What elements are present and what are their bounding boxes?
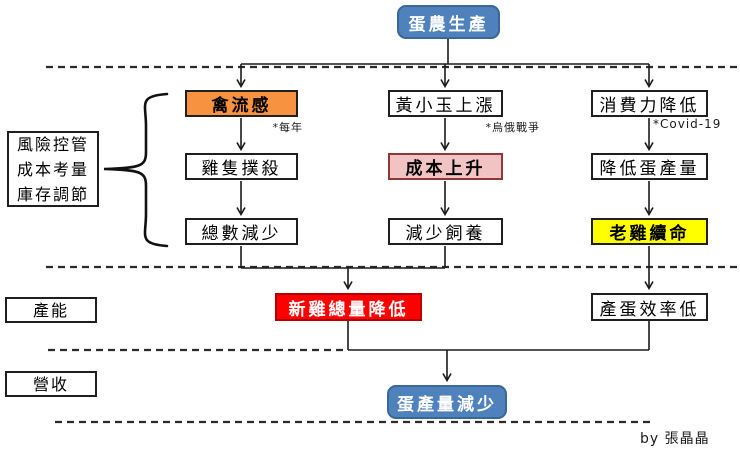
note-every-year: *每年: [272, 121, 303, 134]
node-egg-output-decrease: 蛋產量減少: [387, 385, 507, 419]
revenue-label-box: 營收: [5, 371, 97, 397]
brace-label-cost: 成本考量: [16, 159, 89, 179]
note-covid-19: *Covid-19: [653, 117, 722, 131]
node-feed-price-rise: 黃小玉上漲: [388, 90, 503, 117]
grouping-brace: [103, 92, 169, 248]
author-credit: by 張晶晶: [640, 431, 710, 447]
node-lower-egg-output: 降低蛋產量: [591, 153, 708, 180]
revenue-label: 營收: [32, 374, 69, 394]
node-low-laying-efficiency: 產蛋效率低: [591, 293, 708, 321]
node-old-hen-extension: 老雞續命: [591, 218, 708, 245]
node-chicken-culling: 雞隻撲殺: [185, 153, 298, 180]
node-avian-flu: 禽流感: [185, 90, 298, 117]
brace-label-inventory: 庫存調節: [16, 184, 89, 204]
capacity-label: 產能: [32, 300, 69, 320]
capacity-label-box: 產能: [5, 297, 97, 323]
node-total-decrease: 總數減少: [185, 218, 298, 245]
brace-label-box: 風險控管 成本考量 庫存調節: [7, 131, 99, 207]
brace-label-risk: 風險控管: [16, 134, 89, 154]
note-ukraine-war: *烏俄戰爭: [485, 121, 540, 134]
node-consumption-drop: 消費力降低: [591, 90, 708, 117]
node-reduce-raising: 減少飼養: [388, 218, 503, 245]
node-egg-farm-production: 蛋農生產: [397, 5, 500, 39]
node-new-hen-total-drop: 新雞總量降低: [275, 293, 422, 321]
node-cost-increase: 成本上升: [388, 153, 503, 180]
